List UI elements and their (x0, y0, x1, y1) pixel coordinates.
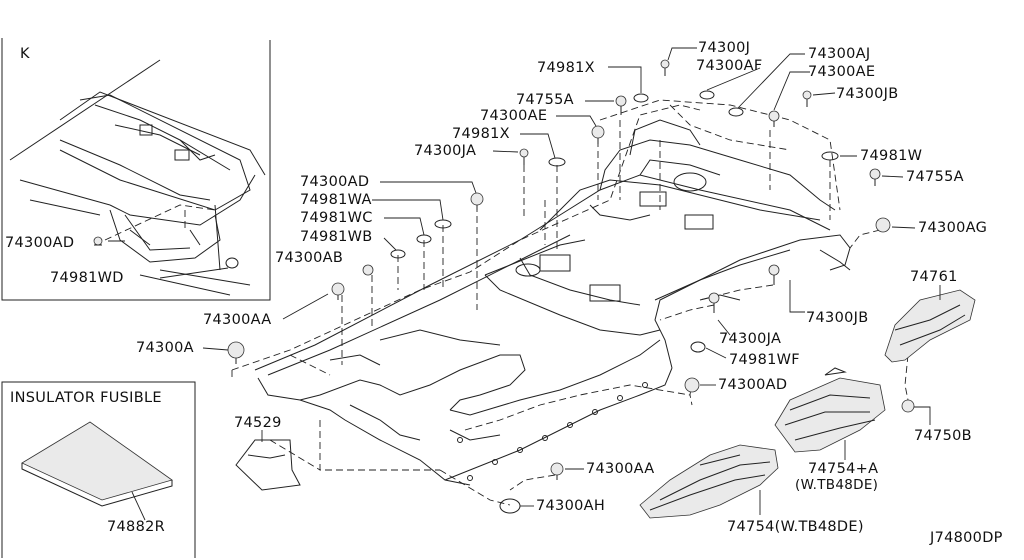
inset-k-fasteners (93, 236, 239, 279)
leader-lines (202, 47, 931, 507)
callout-74300AE-right: 74300AE (808, 64, 876, 80)
callout-74300AD-lower: 74300AD (718, 377, 788, 393)
callout-74300JA-top: 74300JA (414, 143, 477, 159)
callout-74300AD: 74300AD (300, 174, 370, 190)
callout-74300AG: 74300AG (918, 220, 988, 236)
callout-74981X-top: 74981X (537, 60, 595, 76)
callout-74981WF: 74981WF (729, 352, 800, 368)
callout-74300AA-left: 74300AA (203, 312, 272, 328)
diagram-id: J74800DP (930, 530, 1003, 546)
callout-74981W: 74981W (860, 148, 923, 164)
callout-74981WD-inset: 74981WD (50, 270, 124, 286)
callout-74300AH: 74300AH (536, 498, 606, 514)
callout-74300AB: 74300AB (275, 250, 344, 266)
insulator-box-title: INSULATOR FUSIBLE (10, 390, 162, 406)
callout-74755A-right: 74755A (906, 169, 964, 185)
callout-74529: 74529 (234, 415, 282, 431)
callout-74300AE-left: 74300AE (480, 108, 548, 124)
callout-74981WA: 74981WA (300, 192, 372, 208)
callout-74300A: 74300A (136, 340, 194, 356)
callout-74754: 74754(W.TB48DE) (727, 519, 864, 535)
callout-74882R: 74882R (107, 519, 166, 535)
floor-holes (457, 382, 648, 481)
callout-74300AA-bottom: 74300AA (586, 461, 655, 477)
bracket-74761 (884, 285, 976, 363)
callout-74755A-left: 74755A (516, 92, 574, 108)
callout-74754A: 74754+A (808, 461, 879, 477)
main-floor-pan (254, 119, 851, 486)
callout-74300JA-mid: 74300JA (719, 331, 782, 347)
callout-74300AD-inset: 74300AD (5, 235, 75, 251)
insulator-box-frame (1, 381, 196, 558)
callout-74981WB: 74981WB (300, 229, 373, 245)
callout-74981X-lower: 74981X (452, 126, 510, 142)
callout-74300JB-top: 74300JB (836, 86, 899, 102)
fasteners (227, 59, 915, 514)
callout-74981WC: 74981WC (300, 210, 373, 226)
pad-74529 (235, 430, 301, 491)
heat-insulator-74754A (774, 367, 886, 460)
callout-74750B: 74750B (914, 428, 972, 444)
callout-74754A-note: (W.TB48DE) (795, 477, 879, 493)
inset-k-floor-sketch (9, 59, 266, 296)
callout-74300AF: 74300AF (696, 58, 763, 74)
callout-74300JB-mid: 74300JB (806, 310, 869, 326)
heat-insulator-74754 (639, 444, 779, 519)
inset-k-frame (1, 38, 271, 301)
callout-74300AJ: 74300AJ (808, 46, 871, 62)
inset-k-label: K (20, 46, 30, 62)
callout-74300J: 74300J (698, 40, 751, 56)
insulator-dashed-outlines (231, 99, 909, 506)
callout-74761: 74761 (910, 269, 958, 285)
insulator-sheet (21, 421, 173, 521)
